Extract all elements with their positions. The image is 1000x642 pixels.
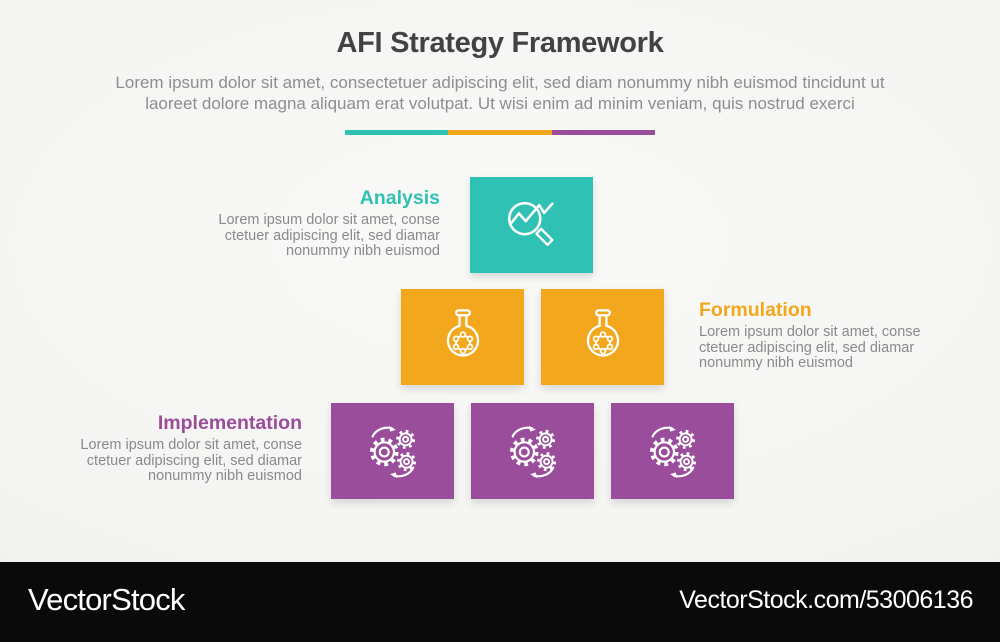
analysis-text-block: Analysis Lorem ipsum dolor sit amet, con… [160, 187, 440, 260]
tricolor-divider [345, 130, 655, 135]
flask-molecule-icon [432, 306, 494, 368]
vectorstock-logo: VectorStock [28, 582, 185, 617]
implementation-description: Lorem ipsum dolor sit amet, conse ctetue… [22, 437, 302, 485]
analysis-description-line-3: nonummy nibh euismod [286, 243, 440, 259]
formulation-description-line-1: Lorem ipsum dolor sit amet, conse [699, 324, 921, 340]
analysis-description-line-1: Lorem ipsum dolor sit amet, conse [218, 212, 440, 228]
implementation-description-line-3: nonummy nibh euismod [148, 468, 302, 484]
implementation-box-1 [331, 403, 454, 499]
gears-process-icon [362, 420, 424, 482]
analysis-heading: Analysis [359, 187, 440, 209]
subtitle-line-2: laoreet dolore magna aliquam erat volutp… [145, 94, 855, 113]
implementation-description-line-2: ctetuer adipiscing elit, sed diamar [86, 452, 302, 469]
divider-segment-formulation [448, 130, 552, 135]
formulation-box-1 [401, 289, 524, 385]
analysis-box [470, 177, 593, 273]
implementation-heading: Implementation [157, 412, 302, 434]
implementation-box-2 [471, 403, 594, 499]
implementation-text-block: Implementation Lorem ipsum dolor sit ame… [22, 412, 302, 485]
flask-molecule-icon [572, 306, 634, 368]
page-title: AFI Strategy Framework [336, 27, 664, 59]
watermark-bar: VectorStock VectorStock.com/53006136 [0, 562, 1000, 642]
implementation-box-3 [611, 403, 734, 499]
magnifier-chart-icon [501, 194, 563, 256]
divider-segment-implementation [551, 130, 655, 135]
divider-segment-analysis [345, 130, 449, 135]
formulation-description-line-2: ctetuer adipiscing elit, sed diamar [699, 339, 915, 356]
vectorstock-url: VectorStock.com/53006136 [679, 585, 973, 614]
formulation-box-2 [541, 289, 664, 385]
subtitle-line-1: Lorem ipsum dolor sit amet, consectetuer… [115, 73, 885, 92]
analysis-description: Lorem ipsum dolor sit amet, conse ctetue… [160, 212, 440, 260]
analysis-description-line-2: ctetuer adipiscing elit, sed diamar [224, 227, 440, 244]
gears-process-icon [642, 420, 704, 482]
page-subtitle: Lorem ipsum dolor sit amet, consectetuer… [0, 72, 1000, 114]
formulation-text-block: Formulation Lorem ipsum dolor sit amet, … [699, 299, 979, 372]
implementation-description-line-1: Lorem ipsum dolor sit amet, conse [80, 437, 302, 453]
formulation-description: Lorem ipsum dolor sit amet, conse ctetue… [699, 324, 979, 372]
formulation-description-line-3: nonummy nibh euismod [699, 355, 853, 371]
gears-process-icon [502, 420, 564, 482]
formulation-heading: Formulation [699, 299, 812, 321]
